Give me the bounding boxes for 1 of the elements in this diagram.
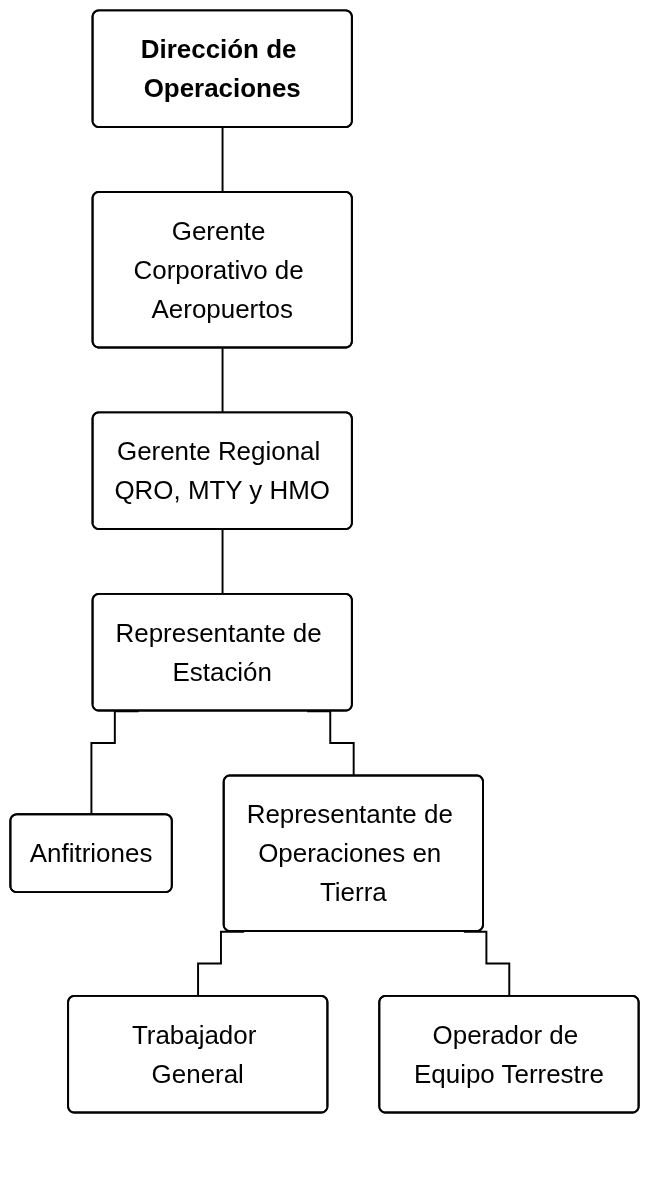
connector bbox=[221, 347, 224, 414]
